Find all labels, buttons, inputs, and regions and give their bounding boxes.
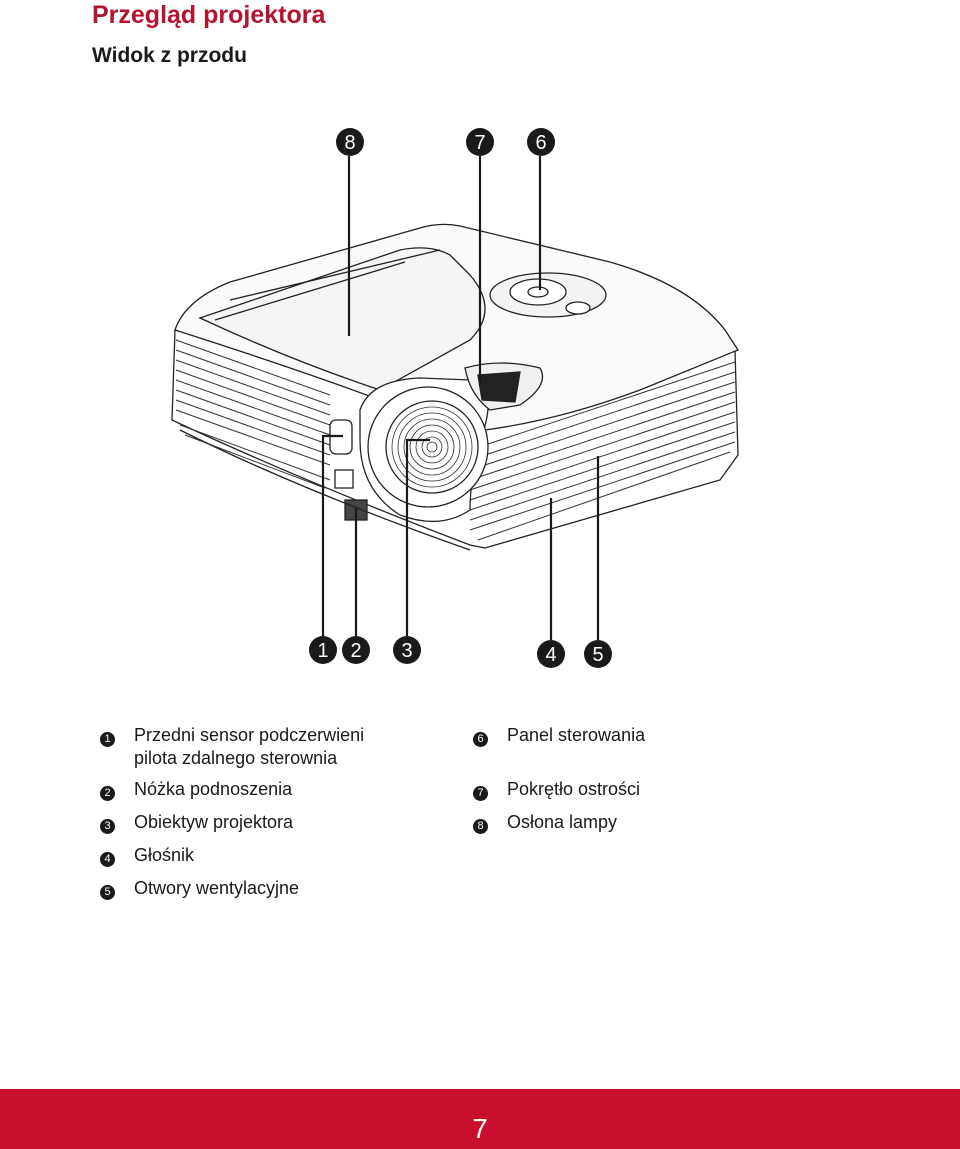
- projector-front-diagram: 8 7 6 1 2 3 4 5: [171, 128, 739, 668]
- footer-bar: [0, 1089, 960, 1149]
- callout-7: 7: [466, 128, 494, 156]
- page-number: 7: [472, 1113, 488, 1144]
- legend-badge-2: 2: [100, 786, 115, 801]
- svg-text:2: 2: [350, 640, 361, 662]
- leader-line-1: [321, 434, 343, 636]
- legend-label-2: Nóżka podnoszenia: [134, 779, 293, 799]
- page-title: Przegląd projektora: [92, 1, 326, 29]
- callout-4: 4: [537, 640, 565, 668]
- legend-label-8: Osłona lampy: [507, 812, 618, 832]
- callout-1: 1: [309, 636, 337, 664]
- leader-line-3: [405, 438, 430, 636]
- callout-8: 8: [336, 128, 364, 156]
- legend-badge-7: 7: [473, 786, 488, 801]
- callout-3: 3: [393, 636, 421, 664]
- legend-left: 1 Przedni sensor podczerwieni pilota zda…: [100, 724, 540, 924]
- legend-label-6: Panel sterowania: [507, 725, 646, 745]
- svg-text:4: 4: [545, 644, 556, 666]
- svg-text:7: 7: [474, 132, 485, 154]
- legend-badge-5: 5: [100, 885, 115, 900]
- legend-badge-6: 6: [473, 732, 488, 747]
- callout-6: 6: [527, 128, 555, 156]
- legend-label-3: Obiektyw projektora: [134, 812, 294, 832]
- page-subtitle: Widok z przodu: [92, 44, 247, 67]
- callout-2: 2: [342, 636, 370, 664]
- legend-label-5: Otwory wentylacyjne: [134, 878, 300, 898]
- legend-label-7: Pokrętło ostrości: [507, 779, 641, 799]
- legend-badge-4: 4: [100, 852, 115, 867]
- svg-text:6: 6: [535, 132, 546, 154]
- legend-badge-3: 3: [100, 819, 115, 834]
- legend-label-1: Przedni sensor podczerwieni pilota zdaln…: [134, 725, 365, 768]
- legend-right: 6 Panel sterowania 7 Pokrętło ostrości 8…: [473, 724, 913, 844]
- projector-illustration: [171, 223, 739, 551]
- svg-text:8: 8: [344, 132, 355, 154]
- legend-badge-8: 8: [473, 819, 488, 834]
- svg-text:5: 5: [592, 644, 603, 666]
- legend-label-4: Głośnik: [134, 845, 195, 865]
- callout-5: 5: [584, 640, 612, 668]
- legend-badge-1: 1: [100, 732, 115, 747]
- svg-text:3: 3: [401, 640, 412, 662]
- svg-text:1: 1: [317, 640, 328, 662]
